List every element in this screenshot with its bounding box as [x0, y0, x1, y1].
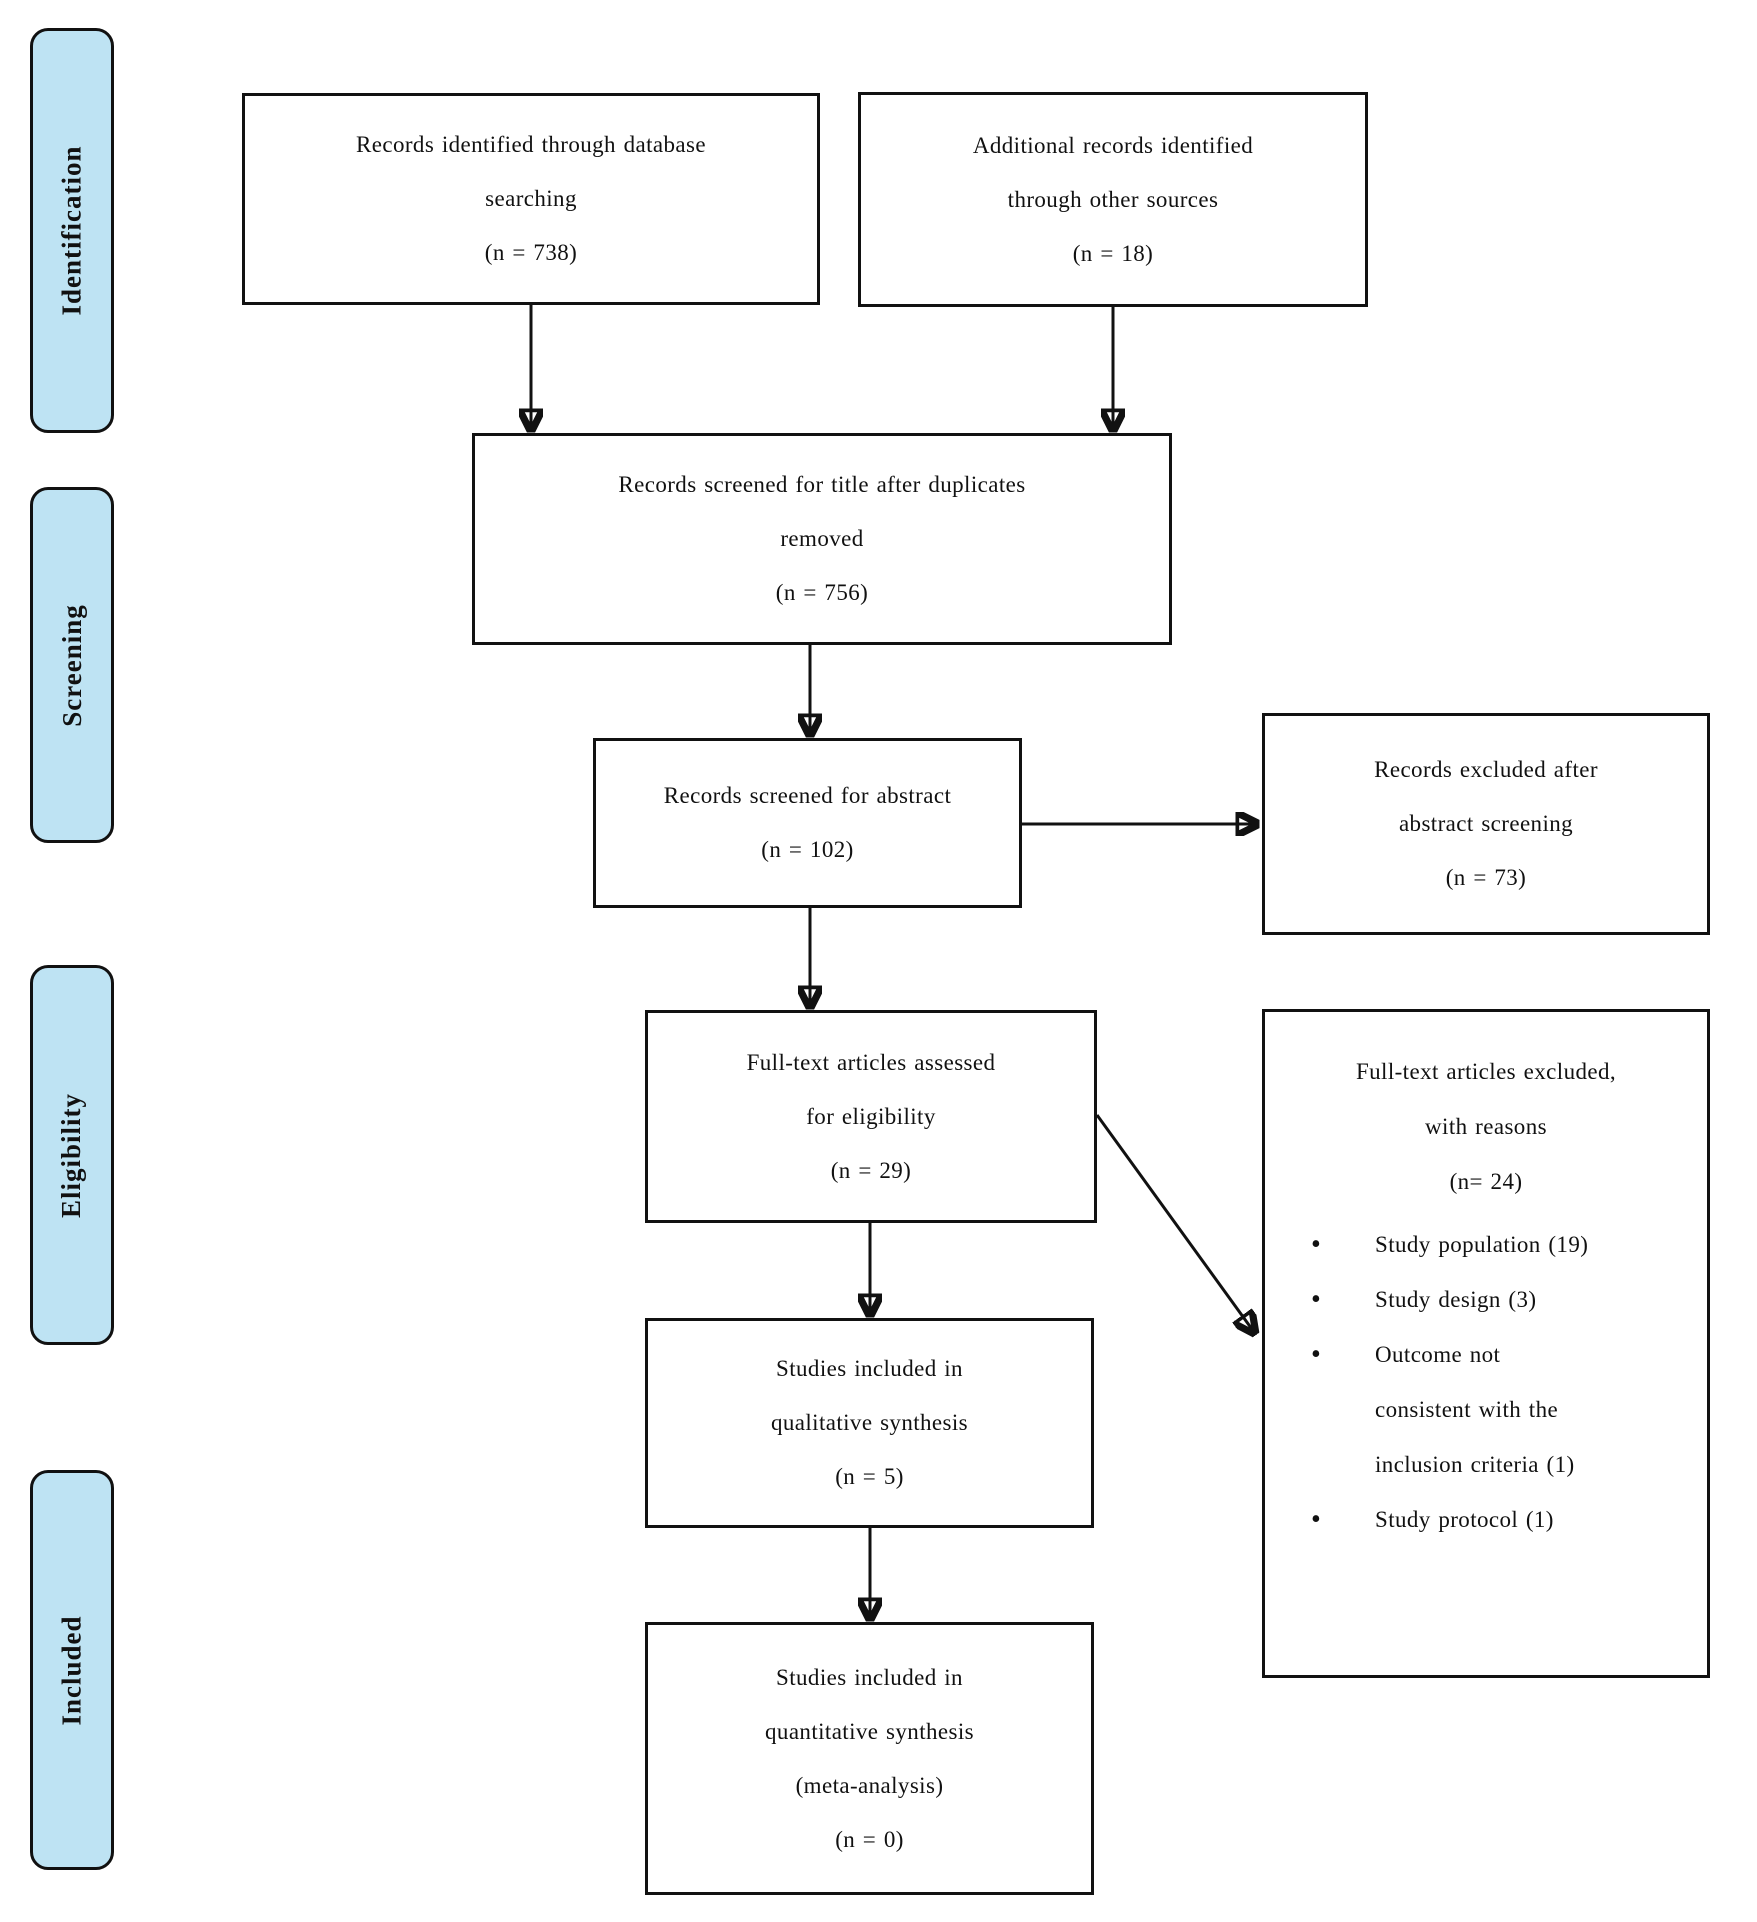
stage-label-screening: Screening [56, 603, 87, 727]
reason-text: Study design (3) [1375, 1287, 1537, 1312]
reason-text: Study protocol (1) [1375, 1507, 1554, 1532]
box-text-line: qualitative synthesis [770, 1410, 969, 1435]
box-text-line: Records identified through database [356, 132, 706, 157]
box-text-line: Records screened for abstract [663, 783, 952, 808]
box-text-line: (n = 18) [1072, 240, 1154, 266]
stage-pill-screening: Screening [30, 487, 114, 843]
box-text-line: removed [780, 526, 864, 551]
box-qualitative-synthesis: Studies included in qualitative synthesi… [645, 1318, 1094, 1528]
box-text-line: (n = 0) [835, 1826, 904, 1852]
stage-pill-eligibility: Eligibility [30, 965, 114, 1345]
box-records-identified-database: Records identified through database sear… [242, 93, 820, 305]
box-text-line: searching [485, 186, 577, 211]
bullet-icon: • [1311, 1284, 1322, 1315]
box-additional-records: Additional records identified through ot… [858, 92, 1368, 307]
exclusion-reasons-list: • Study population (19) • Study design (… [1265, 1217, 1707, 1547]
box-fulltext-assessed: Full-text articles assessed for eligibil… [645, 1010, 1097, 1223]
reason-text: Outcome not consistent with the inclusio… [1375, 1342, 1575, 1477]
stage-pill-included: Included [30, 1470, 114, 1870]
box-text-line: (n = 73) [1445, 865, 1527, 890]
list-item: • Outcome not consistent with the inclus… [1311, 1327, 1707, 1492]
reason-text: Study population (19) [1375, 1232, 1589, 1257]
box-text-line: Records excluded after [1374, 757, 1598, 782]
box-text-line: Additional records identified [972, 132, 1254, 158]
box-text-line: (n = 102) [761, 837, 854, 862]
box-text-line: Full-text articles excluded, [1355, 1059, 1617, 1084]
box-text-line: Studies included in [776, 1664, 963, 1690]
box-fulltext-excluded: Full-text articles excluded, with reason… [1262, 1009, 1710, 1678]
box-screened-title: Records screened for title after duplica… [472, 433, 1172, 645]
box-text-line: with reasons [1425, 1114, 1547, 1139]
box-text-line: (n = 756) [775, 580, 869, 605]
box-text-line: through other sources [1007, 186, 1219, 212]
box-text-line: for eligibility [806, 1103, 936, 1129]
box-text-line: (n = 29) [830, 1157, 912, 1183]
box-text-line: abstract screening [1398, 811, 1574, 836]
stage-label-identification: Identification [56, 145, 87, 316]
box-text-line: (meta-analysis) [795, 1772, 944, 1798]
box-text-line: Records screened for title after duplica… [618, 472, 1026, 497]
list-item: • Study protocol (1) [1311, 1492, 1707, 1547]
box-text-line: Studies included in [776, 1356, 963, 1381]
box-quantitative-synthesis: Studies included in quantitative synthes… [645, 1622, 1094, 1895]
list-item: • Study design (3) [1311, 1272, 1707, 1327]
box-excluded-abstract: Records excluded after abstract screenin… [1262, 713, 1710, 935]
list-item: • Study population (19) [1311, 1217, 1707, 1272]
stage-label-eligibility: Eligibility [56, 1092, 87, 1218]
box-text-line: (n= 24) [1449, 1169, 1523, 1194]
box-screened-abstract: Records screened for abstract (n = 102) [593, 738, 1022, 908]
stage-label-included: Included [56, 1614, 87, 1726]
bullet-icon: • [1311, 1339, 1322, 1370]
box-text-line: Full-text articles assessed [746, 1049, 996, 1075]
connector-fulltext-to-excluded-diagonal [1095, 1114, 1254, 1332]
bullet-icon: • [1311, 1504, 1322, 1535]
box-text-line: quantitative synthesis [765, 1718, 974, 1744]
bullet-icon: • [1311, 1229, 1322, 1260]
box-text-line: (n = 738) [484, 240, 578, 265]
stage-pill-identification: Identification [30, 28, 114, 433]
box-text-line: (n = 5) [835, 1464, 904, 1489]
